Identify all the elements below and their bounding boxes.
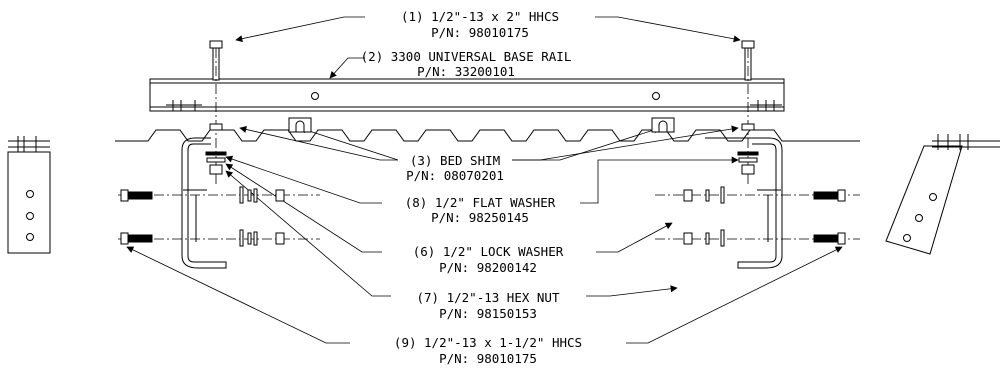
side-bolt-right-upper: [683, 186, 846, 204]
leader-lines: [126, 16, 843, 344]
flat-washer-right: [737, 151, 759, 156]
callout-bed-shim-name: (3) BED SHIM: [410, 153, 500, 168]
side-bolt-left-lower: [120, 229, 285, 247]
callout-hhcs-1-5-part-number: P/N: 98010175: [439, 351, 537, 366]
side-bolt-left-upper: [120, 186, 285, 204]
callout-hhcs-2-part-number: P/N: 98010175: [431, 25, 529, 40]
truck-bed-corrugation: [115, 129, 860, 142]
callout-hex-nut-name: (7) 1/2"-13 HEX NUT: [417, 290, 560, 305]
callout-hhcs-1-5-name: (9) 1/2"-13 x 1-1/2" HHCS: [394, 335, 582, 350]
callout-flat-washer-part-number: P/N: 98250145: [431, 210, 529, 225]
callout-lock-washer-part-number: P/N: 98200142: [439, 260, 537, 275]
callout-flat-washer: (8) 1/2" FLAT WASHER P/N: 98250145: [405, 195, 556, 225]
side-bolt-right-lower: [683, 229, 846, 247]
callout-hex-nut: (7) 1/2"-13 HEX NUT P/N: 98150153: [417, 290, 560, 321]
spacer-right: [741, 123, 755, 131]
callout-base-rail-name: (2) 3300 UNIVERSAL BASE RAIL: [361, 49, 572, 64]
side-plate-left: [7, 136, 51, 254]
bed-shim-right: [651, 117, 675, 133]
flat-washer-left: [205, 151, 227, 156]
callout-base-rail: (2) 3300 UNIVERSAL BASE RAIL P/N: 332001…: [361, 49, 572, 79]
base-rail: [149, 78, 785, 112]
callout-lock-washer-name: (6) 1/2" LOCK WASHER: [413, 244, 564, 259]
rail-hole-left: [311, 92, 319, 100]
mount-bracket-right: [705, 137, 783, 269]
lock-washer-left: [206, 157, 226, 163]
callout-flat-washer-name: (8) 1/2" FLAT WASHER: [405, 195, 556, 210]
hex-nut-right: [741, 164, 755, 175]
rail-hole-right: [652, 92, 660, 100]
spacer-left: [209, 123, 223, 131]
callout-hhcs-2-name: (1) 1/2"-13 x 2" HHCS: [401, 9, 559, 24]
lock-washer-right: [738, 157, 758, 163]
callout-bed-shim: (3) BED SHIM P/N: 08070201: [406, 153, 504, 183]
callout-lock-washer: (6) 1/2" LOCK WASHER P/N: 98200142: [413, 244, 564, 275]
side-plate-right: [885, 134, 1000, 255]
callout-hhcs-2: (1) 1/2"-13 x 2" HHCS P/N: 98010175: [401, 9, 559, 40]
callout-bed-shim-part-number: P/N: 08070201: [406, 168, 504, 183]
callout-hex-nut-part-number: P/N: 98150153: [439, 306, 537, 321]
callout-hhcs-1-5: (9) 1/2"-13 x 1-1/2" HHCS P/N: 98010175: [394, 335, 582, 366]
mount-bracket-left: [181, 137, 227, 269]
hex-nut-left: [209, 164, 223, 175]
callout-base-rail-part-number: P/N: 33200101: [417, 64, 515, 79]
bed-shim-left: [288, 117, 312, 133]
